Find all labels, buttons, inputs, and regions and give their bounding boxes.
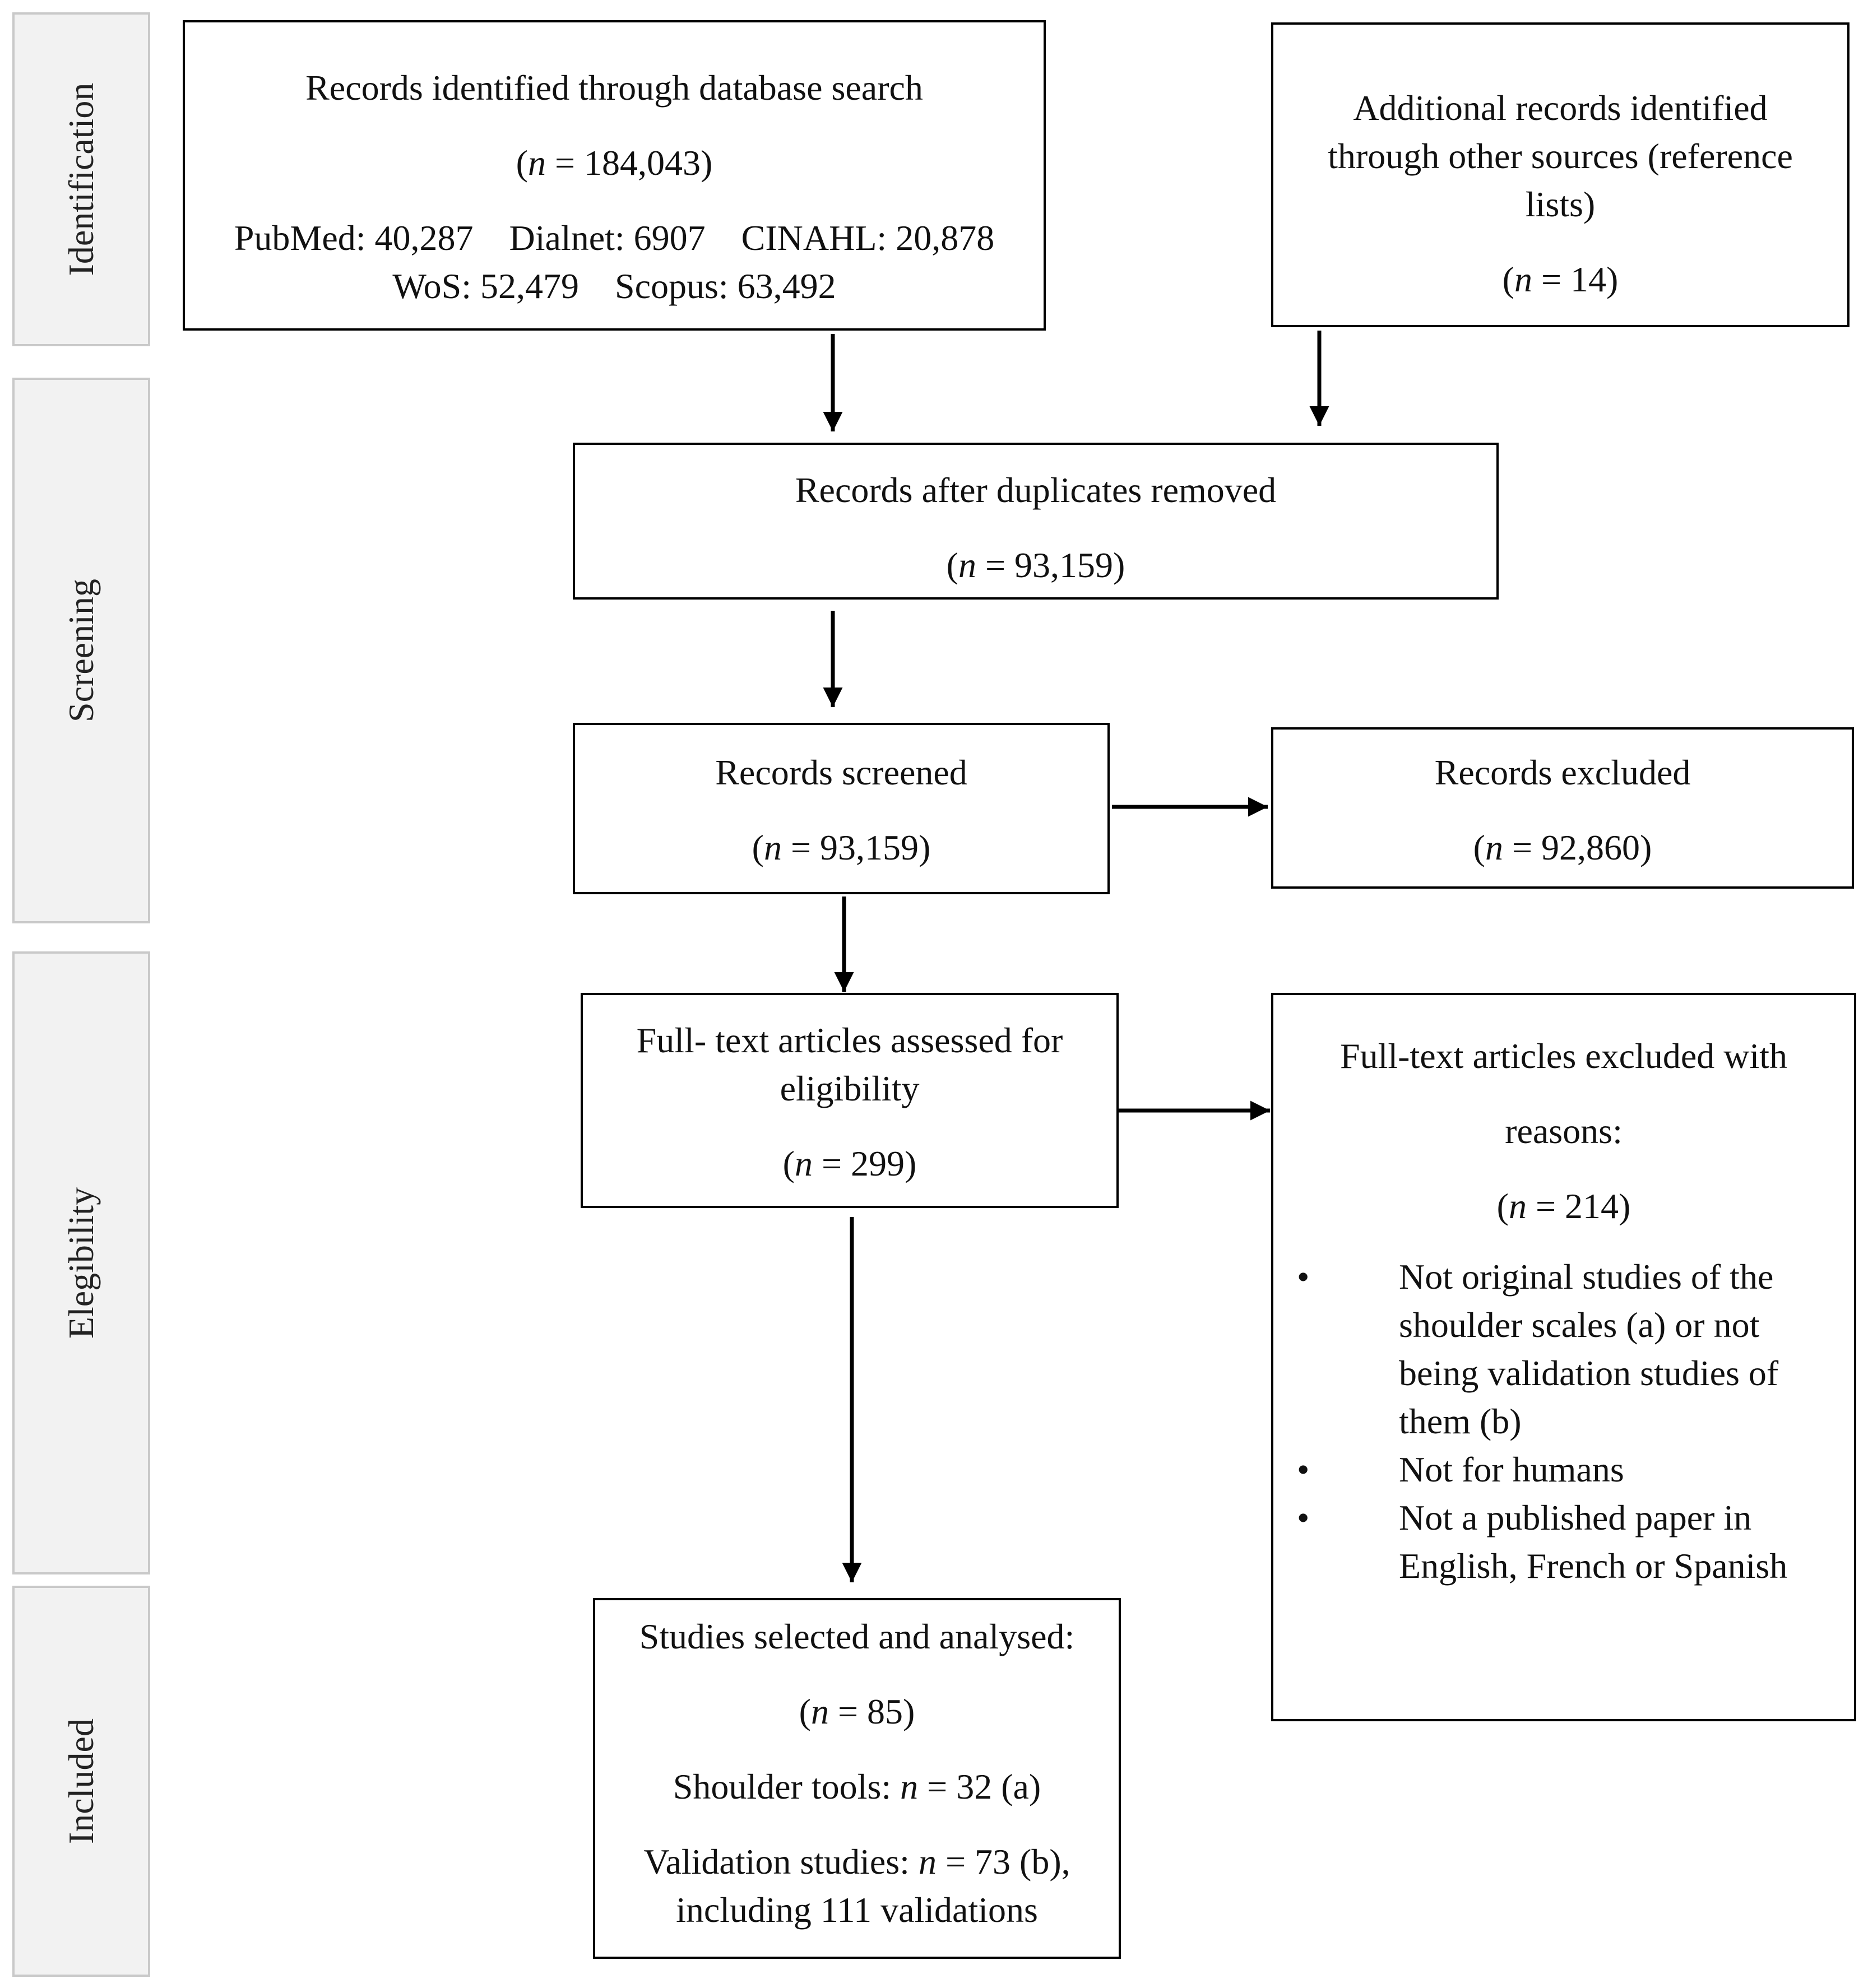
database-breakdown-line2: WoS: 52,479 Scopus: 63,492 — [392, 266, 836, 306]
fulltext-excluded-box: Full-text articles excluded with reasons… — [1271, 993, 1856, 1721]
other-sources-box: Additional records identified through ot… — [1271, 22, 1850, 327]
validation-studies-line2: including 111 validations — [676, 1890, 1038, 1930]
fulltext-assessed-count: (n = 299) — [782, 1144, 917, 1183]
duplicates-removed-box: Records after duplicates removed (n = 93… — [573, 443, 1499, 600]
shoulder-tools-count: Shoulder tools: n = 32 (a) — [673, 1767, 1041, 1806]
phase-included: Included — [12, 1586, 150, 1977]
fulltext-excluded-line2: reasons: — [1505, 1111, 1623, 1151]
included-studies-title: Studies selected and analysed: — [639, 1617, 1075, 1656]
records-screened-title: Records screened — [715, 753, 967, 792]
exclusion-reason-item: Not for humans — [1273, 1446, 1854, 1494]
fulltext-assessed-line1: Full- text articles assessed for — [636, 1020, 1063, 1060]
fulltext-assessed-box: Full- text articles assessed for eligibi… — [581, 993, 1119, 1208]
duplicates-removed-title: Records after duplicates removed — [795, 470, 1277, 510]
records-excluded-box: Records excluded (n = 92,860) — [1271, 727, 1854, 889]
exclusion-reason-item: Not a published paper in English, French… — [1273, 1494, 1854, 1590]
validation-studies-count: Validation studies: n = 73 (b), — [643, 1842, 1070, 1882]
exclusion-reasons-list: Not original studies of the shoulder sca… — [1273, 1253, 1854, 1590]
database-search-title: Records identified through database sear… — [305, 68, 923, 108]
phase-eligibility: Elegibility — [12, 951, 150, 1574]
other-sources-line3: lists) — [1525, 184, 1596, 224]
records-screened-count: (n = 93,159) — [752, 828, 931, 867]
phase-identification: Identification — [12, 12, 150, 346]
database-breakdown-line1: PubMed: 40,287 Dialnet: 6907 CINAHL: 20,… — [234, 218, 995, 258]
other-sources-line2: through other sources (reference — [1328, 136, 1793, 176]
duplicates-removed-count: (n = 93,159) — [946, 545, 1125, 585]
other-sources-line1: Additional records identified — [1353, 88, 1768, 128]
included-studies-box: Studies selected and analysed: (n = 85) … — [593, 1598, 1121, 1959]
records-excluded-title: Records excluded — [1434, 753, 1691, 792]
other-sources-count: (n = 14) — [1502, 259, 1619, 299]
exclusion-reason-item: Not original studies of the shoulder sca… — [1273, 1253, 1854, 1446]
phase-screening: Screening — [12, 378, 150, 923]
fulltext-excluded-count: (n = 214) — [1496, 1186, 1631, 1226]
records-excluded-count: (n = 92,860) — [1473, 828, 1652, 867]
fulltext-assessed-line2: eligibility — [780, 1069, 920, 1108]
included-studies-count: (n = 85) — [799, 1692, 915, 1731]
database-search-box: Records identified through database sear… — [183, 20, 1046, 331]
fulltext-excluded-line1: Full-text articles excluded with — [1340, 1036, 1787, 1076]
database-search-count: (n = 184,043) — [516, 143, 713, 183]
records-screened-box: Records screened (n = 93,159) — [573, 723, 1110, 894]
